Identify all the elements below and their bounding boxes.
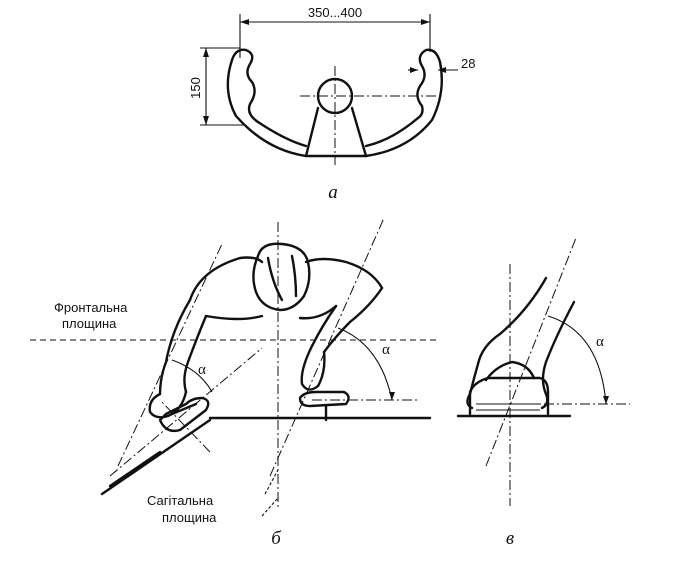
figure-c-caption: в	[506, 528, 514, 549]
side-forearm	[468, 276, 548, 396]
side-angle-alpha: α	[596, 334, 604, 350]
thickness-dimension-label: 28	[461, 56, 475, 71]
driver-right-hand	[300, 344, 326, 391]
figure-b-caption: б	[271, 528, 282, 549]
frontal-plane-label-line1: Фронтальна	[54, 300, 128, 315]
driver-shoulders	[188, 256, 384, 302]
left-grip	[230, 48, 260, 124]
left-handle-grip	[158, 396, 210, 433]
handle-inner-outline	[256, 116, 420, 148]
side-forearm-lower	[540, 300, 576, 410]
sagittal-plane-label-line1: Сагітальна	[147, 493, 214, 508]
width-dimension-label: 350...400	[308, 5, 362, 20]
figure-a-caption: а	[328, 182, 338, 203]
right-grip	[416, 48, 442, 120]
right-handle-grip	[298, 390, 350, 408]
height-dimension-label: 150	[188, 77, 203, 99]
frontal-plane-label-line2: площина	[62, 316, 117, 331]
center-hub-stem	[304, 106, 368, 158]
sagittal-plane-label-line2: площина	[162, 510, 217, 525]
figure-b-driver-front-view: Фронтальна площина Сагітальна площина	[30, 217, 440, 549]
driver-head	[252, 242, 311, 312]
figure-c-side-view: α в	[456, 237, 630, 549]
steering-column-shaft	[100, 418, 212, 496]
driver-face-detail	[266, 254, 298, 302]
figure-a-handle-top-view: 350...400 150 28 а	[188, 5, 475, 203]
driver-left-arm	[158, 298, 208, 396]
angle-alpha-left: α	[198, 362, 206, 378]
angle-alpha-right: α	[382, 342, 390, 358]
driver-right-arm	[310, 286, 384, 354]
